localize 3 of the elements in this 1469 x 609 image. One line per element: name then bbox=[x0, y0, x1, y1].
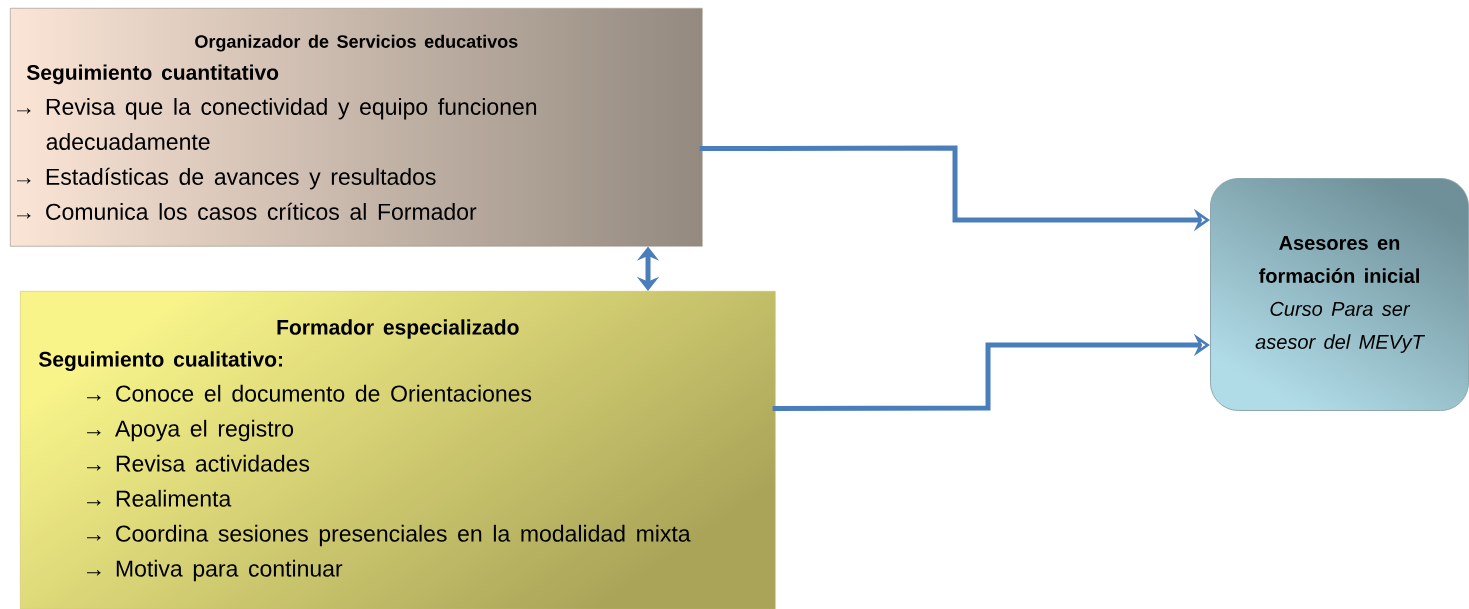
target-box: Asesores en formación inicial Curso Para ser asesor del MEVyT bbox=[1210, 178, 1469, 411]
role-box: Formador especializado Seguimiento cualitativo: → Conoce el documento de Orientaciones → Apoya el registro → Revisa actividades → Realimenta → Coordina sesiones presenciales en la modalidad mixta → Motiva para continuar bbox=[20, 291, 776, 609]
role-box: Organizador de Servicios educativos Seguimiento cuantitativo → Revisa que la conectividad y equipo funcionen adecuadamente → Estadísticas de avances y resultados → Comunica los casos críticos al Formador bbox=[10, 8, 703, 247]
